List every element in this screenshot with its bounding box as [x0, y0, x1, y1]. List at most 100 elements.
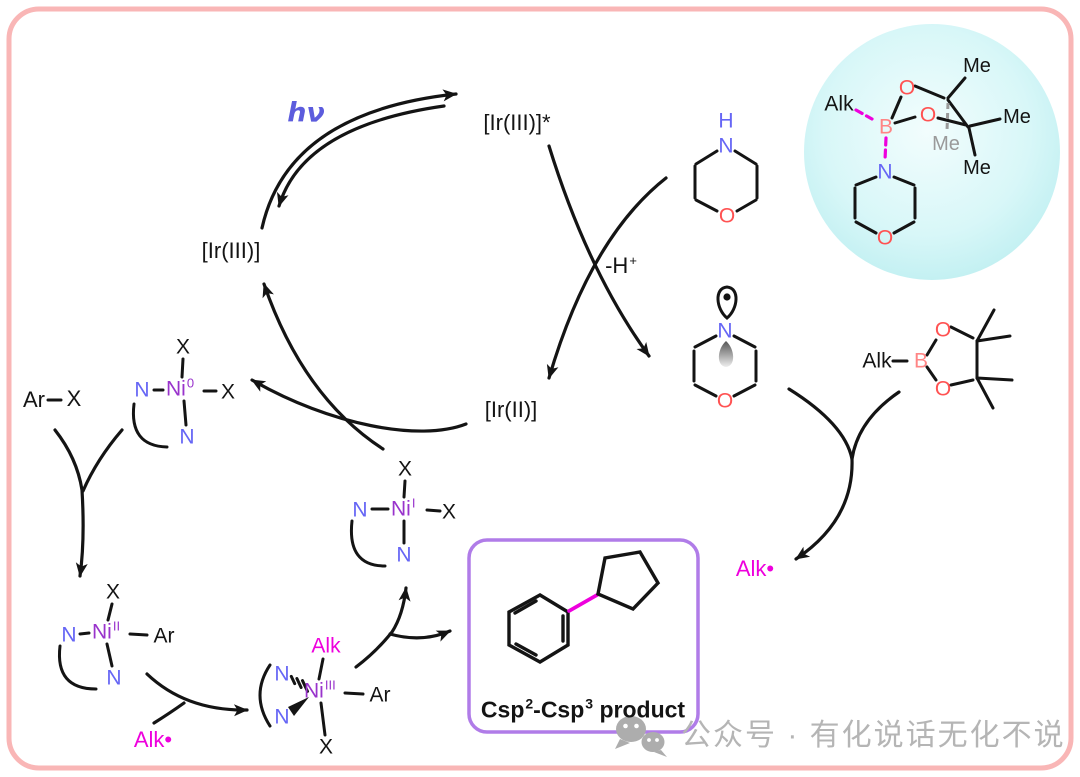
bpin-o1-label: O [934, 318, 952, 342]
ni1-x-right-label: X [441, 500, 457, 524]
ni3-x-label: X [318, 735, 334, 759]
ni0-oxstate: 0 [186, 375, 195, 391]
ir3-excited-label: [Ir(III)]* [483, 110, 551, 135]
nickel2-complex [57, 602, 149, 691]
ate-o-ring-label: O [876, 226, 894, 250]
ni2-oxstate: II [112, 618, 121, 634]
pink-border [6, 6, 1074, 771]
ni2-x-top-label: X [105, 580, 121, 604]
ir2-to-ni0-arrow [250, 378, 468, 433]
cyan-halo [804, 24, 1060, 280]
ni0-n2-label: N [179, 425, 195, 449]
product-caption: Csp2-Csp3 product [481, 695, 686, 723]
ni2-center-label: NiII [92, 618, 121, 644]
re-to-product [388, 629, 452, 642]
re-to-ni1 [354, 586, 411, 669]
radical-generation-main [787, 387, 854, 561]
ate-alk-label: Alk [824, 92, 854, 116]
plus-sup: + [629, 253, 637, 268]
amine-o-label: O [718, 204, 736, 228]
b-n-dashed-bond [883, 136, 888, 162]
ir3-label: [Ir(III)] [201, 238, 261, 263]
ni1-n2-label: N [396, 543, 412, 567]
ni1-to-ir3-arrow [262, 282, 385, 451]
ni3-alk-label: Alk [311, 634, 341, 658]
hv-excitation-arrow [260, 89, 458, 230]
lone-pair-orbital [718, 341, 734, 367]
ni2-n2-label: N [106, 666, 122, 690]
csp2-sup: 2 [525, 695, 534, 712]
ni3-center-label: NiIII [304, 679, 336, 702]
csp3-sup: 3 [585, 695, 594, 712]
bidentate-arc [57, 644, 98, 691]
ate-me-back-label: Me [932, 133, 960, 155]
amine-h-label: H [718, 109, 734, 133]
ni1-n1-label: N [352, 498, 368, 522]
ir2-label: [Ir(II)] [484, 397, 538, 422]
alk-radical-left-label: Alk• [133, 727, 173, 752]
ni0-symbol: Ni [166, 377, 186, 401]
radical-dot [723, 293, 731, 301]
csp2-csp3-bond [567, 593, 599, 613]
minus-h: -H [605, 253, 629, 278]
wedge-bond [288, 697, 309, 716]
ate-o1-label: O [898, 76, 916, 100]
ni0-n1-label: N [134, 378, 150, 402]
nickel0-complex [131, 357, 218, 449]
ni2-n1-label: N [61, 623, 77, 647]
ni0-x-right-label: X [220, 380, 236, 404]
ate-n-label: N [877, 160, 893, 184]
bpin-b-label: B [913, 349, 929, 373]
nickel1-complex [349, 479, 442, 568]
ni0-center-label: Ni0 [166, 375, 195, 401]
product-box [467, 538, 700, 734]
ni2-ar-label: Ar [153, 624, 175, 648]
ate-me-bottom-label: Me [963, 157, 991, 179]
back-methyl-bond [945, 102, 950, 132]
radical-o-label: O [716, 389, 734, 413]
ate-b-label: B [878, 115, 894, 139]
amine-n-label: N [718, 134, 734, 158]
oxidative-addition-branch [81, 428, 124, 493]
morpholine-structure [693, 149, 759, 213]
set-amine-arrow [546, 176, 668, 380]
ni3-n2-label: N [274, 705, 290, 729]
reductive-elimination-arrow [354, 586, 452, 669]
product-word: product [593, 696, 686, 723]
aryl-ar-label: Ar [23, 387, 45, 412]
radical-capture-arrow [145, 672, 249, 725]
oxidative-addition-arrow [53, 428, 124, 578]
set-ir-star-arrow [547, 144, 651, 358]
alkyl-bpin-structure [891, 308, 1014, 410]
radical-orbital [716, 285, 738, 320]
radical-generation-branch [850, 390, 901, 461]
ni3-ar-label: Ar [369, 683, 391, 707]
ni1-center-label: NiI [391, 495, 416, 521]
ni2-symbol: Ni [92, 620, 112, 644]
bidentate-arc [349, 519, 387, 568]
radical-capture-main [145, 672, 249, 717]
ni1-symbol: Ni [391, 497, 411, 521]
oxidative-addition-main [53, 428, 88, 578]
bidentate-arc [258, 663, 272, 728]
aryl-x-label: X [66, 386, 82, 411]
hv-label: hν [287, 97, 325, 129]
ate-me-top-label: Me [963, 55, 991, 77]
alk-b-dashed-bond [854, 108, 874, 121]
radical-capture-branch [152, 701, 186, 725]
ate-me-right-label: Me [1003, 106, 1031, 128]
ate-o2-label: O [919, 103, 937, 127]
ni0-x-top-label: X [175, 335, 191, 359]
ni3-n1-label: N [274, 662, 290, 686]
photoredox-cycle-arrows [250, 89, 668, 451]
nickel3-complex [258, 657, 365, 737]
ate-complex-structure [853, 76, 1002, 235]
aminium-radical-structure [692, 285, 758, 398]
relaxation-arrow [276, 104, 446, 208]
bpin-o2-label: O [934, 377, 952, 401]
radical-generation-arrow [787, 387, 901, 561]
ni1-oxstate: I [411, 495, 416, 511]
csp3-base: -Csp [533, 696, 585, 723]
watermark-text: 公众号 · 有化说话无化不说 [681, 719, 1066, 752]
